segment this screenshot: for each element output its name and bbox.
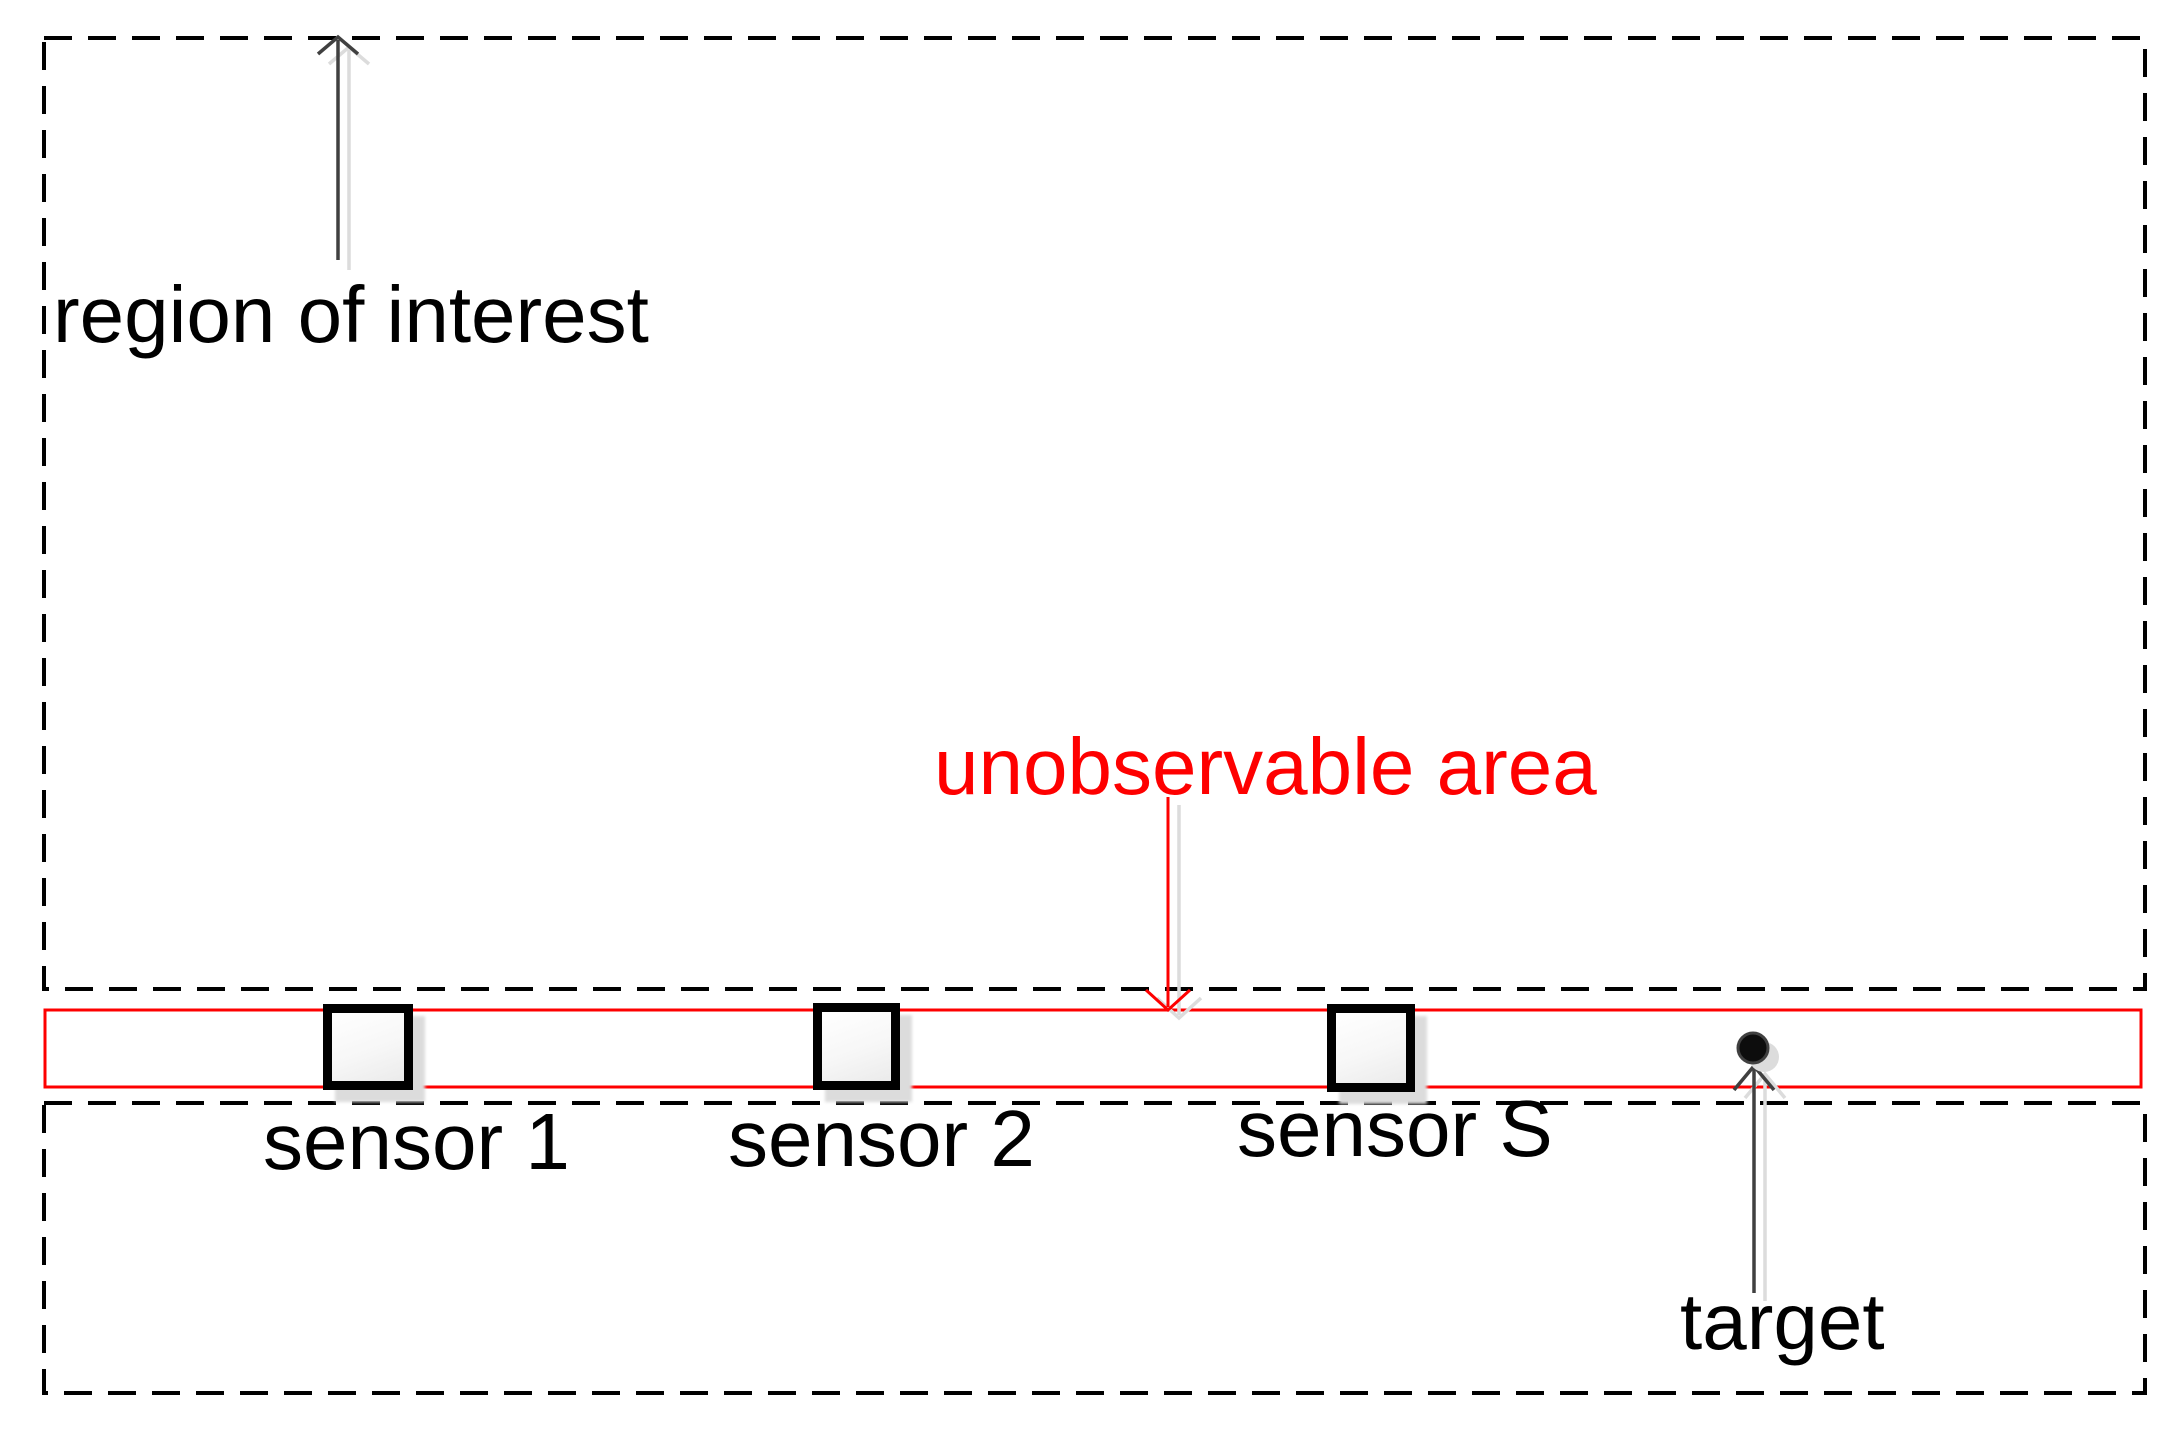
- sensor-1-icon: [323, 1004, 413, 1090]
- region-arrow-shadow: [327, 44, 371, 270]
- region-arrow-icon: [316, 34, 360, 260]
- region-of-interest-label: region of interest: [53, 270, 649, 359]
- target-arrow-shadow: [1743, 1071, 1787, 1301]
- unobservable-arrow-shadow: [1155, 805, 1203, 1021]
- unobservable-area-label: unobservable area: [934, 722, 1597, 811]
- region-of-interest-upper-border: [42, 36, 2147, 991]
- sensor-1-label: sensor 1: [263, 1097, 570, 1186]
- sensor-s-icon: [1327, 1004, 1415, 1092]
- target-label: target: [1680, 1277, 1885, 1366]
- region-of-interest-lower-border: [42, 1101, 2147, 1395]
- sensor-2-label: sensor 2: [728, 1094, 1035, 1183]
- target-dot-icon: [1736, 1031, 1770, 1065]
- unobservable-arrow-icon: [1144, 797, 1192, 1013]
- unobservable-area-strip: [43, 1008, 2143, 1089]
- sensor-s-label: sensor S: [1237, 1084, 1553, 1173]
- target-arrow-icon: [1732, 1063, 1776, 1293]
- sensor-2-icon: [813, 1003, 900, 1090]
